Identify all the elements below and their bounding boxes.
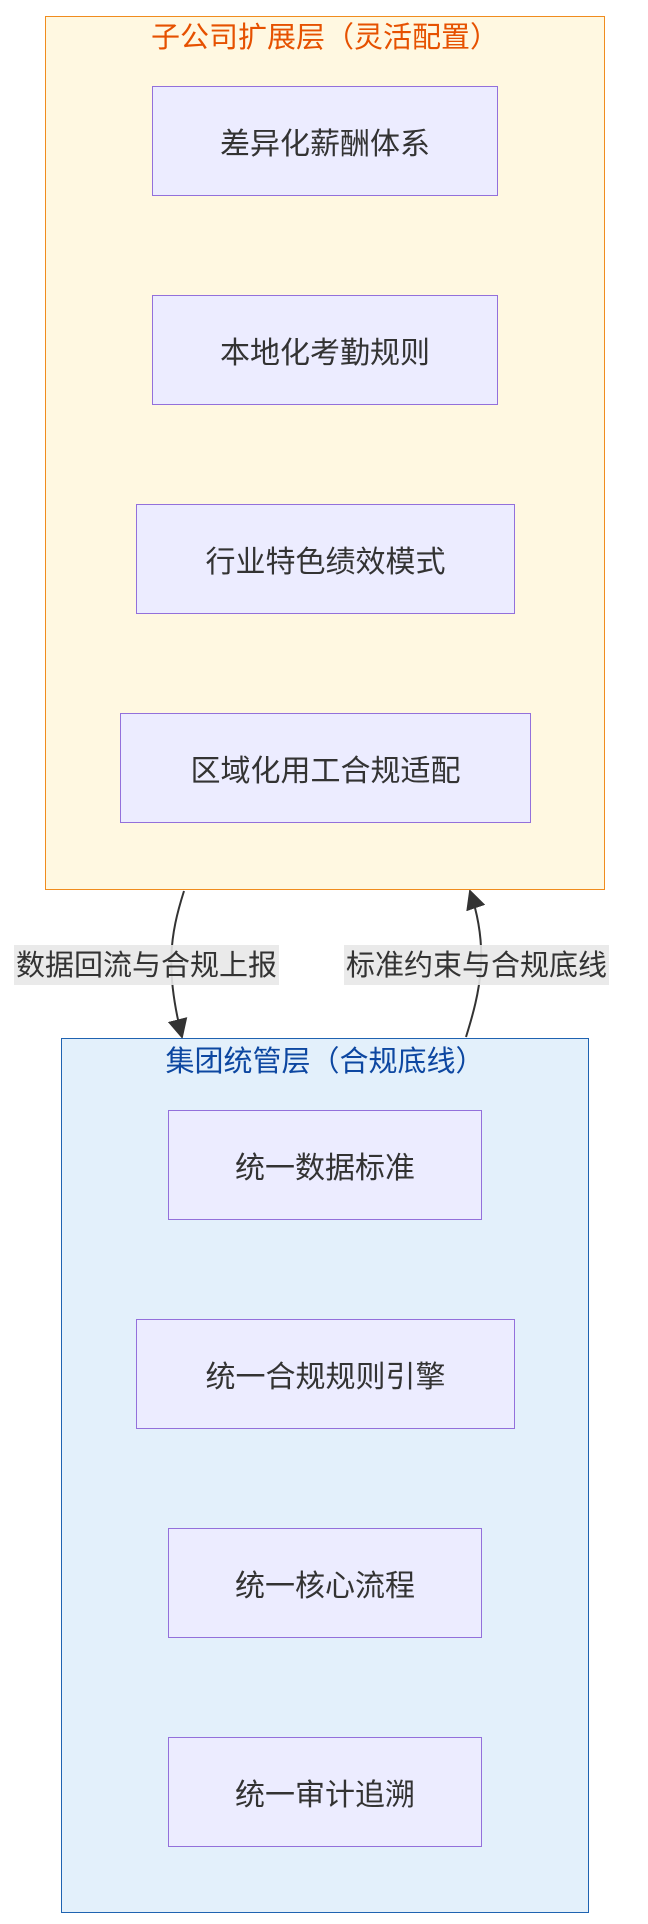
- node-differentiated-compensation[interactable]: 差异化薪酬体系: [152, 86, 498, 196]
- node-localized-attendance[interactable]: 本地化考勤规则: [152, 295, 498, 405]
- node-unified-audit-trace[interactable]: 统一审计追溯: [168, 1737, 482, 1847]
- node-regional-employment-compliance[interactable]: 区域化用工合规适配: [120, 713, 531, 823]
- edge-label-data-reporting: 数据回流与合规上报: [14, 945, 280, 985]
- governance-layer-title: 集团统管层（合规底线）: [165, 1044, 485, 1078]
- node-unified-compliance-engine[interactable]: 统一合规规则引擎: [136, 1319, 515, 1429]
- subsidiary-layer-title: 子公司扩展层（灵活配置）: [150, 20, 499, 54]
- edge-label-standard-constraint: 标准约束与合规底线: [344, 945, 610, 985]
- node-unified-core-process[interactable]: 统一核心流程: [168, 1528, 482, 1638]
- node-industry-performance[interactable]: 行业特色绩效模式: [136, 504, 515, 614]
- node-unified-data-standard[interactable]: 统一数据标准: [168, 1110, 482, 1220]
